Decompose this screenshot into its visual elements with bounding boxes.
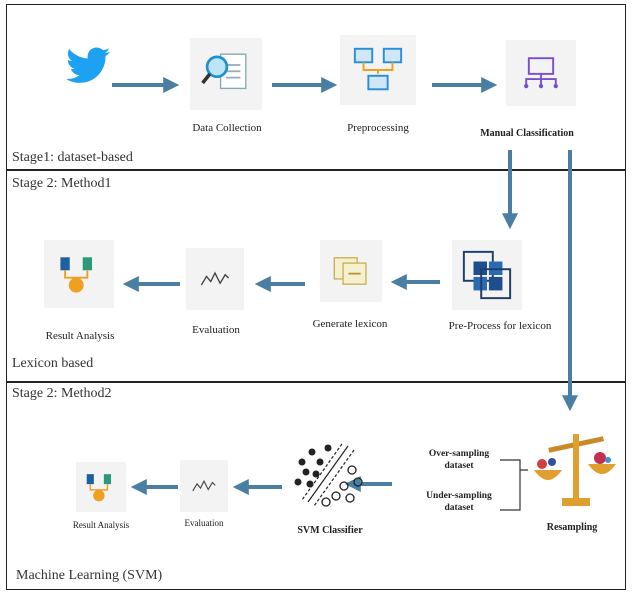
evaluation1-icon (186, 248, 244, 310)
stage2-method2-box (6, 382, 626, 590)
svm-classifier-icon (292, 440, 366, 510)
data-collection-icon (190, 38, 262, 110)
lexicon-based-label: Lexicon based (12, 356, 94, 371)
stage1-title: Stage1: dataset-based (12, 150, 133, 165)
twitter-bird-icon (66, 46, 112, 86)
preprocess-lexicon-label: Pre-Process for lexicon (448, 320, 552, 332)
resampling-label: Resampling (546, 522, 598, 533)
result-analysis2-label: Result Analysis (72, 520, 130, 530)
evaluation2-icon (180, 460, 228, 512)
svm-classifier-label: SVM Classifier (297, 525, 363, 536)
machine-learning-label: Machine Learning (SVM) (16, 568, 163, 583)
stage2-method1-title: Stage 2: Method1 (12, 176, 112, 191)
resampling-scale-icon (528, 420, 618, 512)
oversampling-label: Over-sampling dataset (428, 449, 490, 471)
stage2-method1-box (6, 170, 626, 382)
result-analysis2-icon (76, 462, 126, 512)
manual-classification-label: Manual Classification (480, 128, 574, 139)
preprocess-lexicon-icon (452, 240, 522, 310)
generate-lexicon-icon (320, 240, 382, 302)
stage1-box (6, 4, 626, 170)
preprocessing-icon (340, 35, 416, 105)
generate-lexicon-label: Generate lexicon (312, 318, 388, 330)
data-collection-label: Data Collection (192, 122, 262, 134)
evaluation2-label: Evaluation (184, 518, 224, 528)
manual-classification-icon (506, 40, 576, 106)
undersampling-label: Under-sampling dataset (426, 491, 492, 513)
evaluation1-label: Evaluation (192, 324, 240, 336)
result-analysis1-icon (44, 240, 114, 308)
result-analysis1-label: Result Analysis (45, 330, 115, 342)
stage2-method2-title: Stage 2: Method2 (12, 386, 112, 401)
preprocessing-label: Preprocessing (347, 122, 409, 134)
